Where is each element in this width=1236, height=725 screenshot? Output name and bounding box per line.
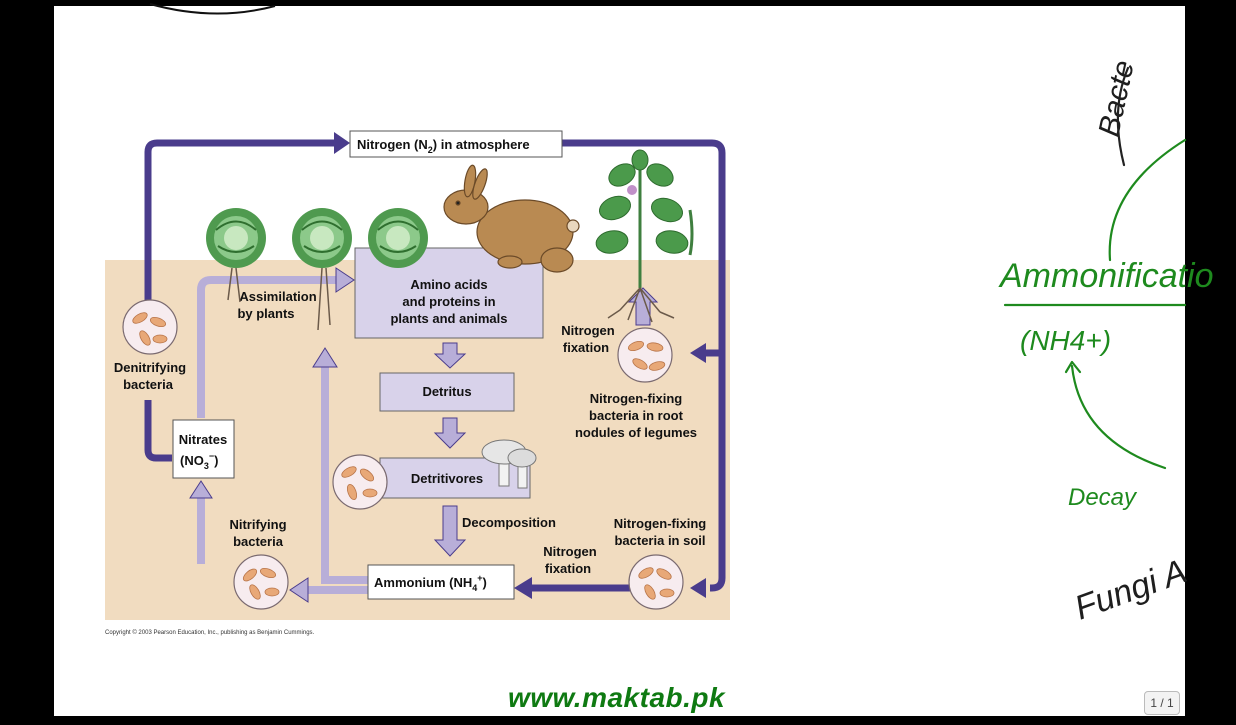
svg-text:bacteria: bacteria bbox=[123, 377, 174, 392]
svg-text:Nitrogen: Nitrogen bbox=[543, 544, 597, 559]
svg-text:plants and animals: plants and animals bbox=[390, 311, 507, 326]
svg-text:Nitrogen: Nitrogen bbox=[561, 323, 615, 338]
page-counter[interactable]: 1 / 1 bbox=[1144, 691, 1180, 715]
svg-text:Detritus: Detritus bbox=[422, 384, 471, 399]
svg-text:Nitrates: Nitrates bbox=[179, 432, 227, 447]
svg-text:Bacte: Bacte bbox=[1093, 58, 1141, 140]
detritus-box bbox=[379, 372, 515, 412]
arrow-to-atmosphere bbox=[144, 139, 336, 305]
svg-text:Decay: Decay bbox=[1068, 484, 1138, 511]
svg-text:fixation: fixation bbox=[563, 340, 609, 355]
svg-text:(NH4+): (NH4+) bbox=[1020, 325, 1111, 356]
svg-text:fixation: fixation bbox=[545, 561, 591, 576]
svg-text:Nitrogen (N2) in atmosphere: Nitrogen (N2) in atmosphere bbox=[357, 137, 530, 155]
nitrates-box bbox=[172, 419, 235, 479]
svg-text:Amino acids: Amino acids bbox=[410, 277, 487, 292]
mushroom-icon bbox=[481, 439, 537, 489]
cabbage-icons bbox=[206, 208, 428, 331]
arrow-nitrates-denitrify bbox=[144, 400, 172, 462]
arrow-head-root bbox=[690, 343, 706, 363]
svg-text:Ammonificatio: Ammonificatio bbox=[998, 257, 1214, 295]
top-curve-mark bbox=[149, 3, 276, 15]
legume-plant-icon bbox=[595, 149, 694, 323]
svg-text:nodules of legumes: nodules of legumes bbox=[575, 425, 697, 440]
svg-text:Nitrifying: Nitrifying bbox=[229, 517, 286, 532]
bacteria-cells bbox=[132, 312, 675, 600]
svg-text:bacteria in soil: bacteria in soil bbox=[614, 533, 705, 548]
arrow-head-soil-bacteria bbox=[690, 578, 706, 598]
ammonium-box bbox=[367, 564, 515, 600]
svg-text:Ammonium (NH4+): Ammonium (NH4+) bbox=[374, 573, 487, 593]
handwritten-notes: Bacte Ammonificatio (NH4+) Decay Fungi A bbox=[998, 58, 1214, 628]
svg-text:Fungi A: Fungi A bbox=[1070, 552, 1192, 627]
arrow-atmosphere-right bbox=[562, 139, 726, 592]
svg-text:(NO3−): (NO3−) bbox=[180, 451, 218, 471]
watermark-text: www.maktab.pk bbox=[508, 682, 726, 713]
svg-text:Denitrifying: Denitrifying bbox=[114, 360, 186, 375]
arrow-head-atmosphere bbox=[334, 132, 350, 154]
rabbit-icon bbox=[443, 164, 580, 273]
atmosphere-box bbox=[349, 130, 563, 158]
right-border bbox=[1185, 0, 1236, 720]
svg-text:Copyright © 2003 Pearson Educa: Copyright © 2003 Pearson Education, Inc.… bbox=[105, 629, 315, 636]
arrow-head-ammonium bbox=[514, 577, 532, 599]
svg-text:Assimilation: Assimilation bbox=[239, 289, 316, 304]
svg-text:Decomposition: Decomposition bbox=[462, 515, 556, 530]
svg-text:and proteins in: and proteins in bbox=[402, 294, 495, 309]
svg-text:Nitrogen-fixing: Nitrogen-fixing bbox=[590, 391, 682, 406]
svg-text:Detritivores: Detritivores bbox=[411, 471, 483, 486]
svg-text:bacteria: bacteria bbox=[233, 534, 284, 549]
svg-text:bacteria in root: bacteria in root bbox=[589, 408, 684, 423]
svg-text:by plants: by plants bbox=[237, 306, 294, 321]
svg-text:Nitrogen-fixing: Nitrogen-fixing bbox=[614, 516, 706, 531]
